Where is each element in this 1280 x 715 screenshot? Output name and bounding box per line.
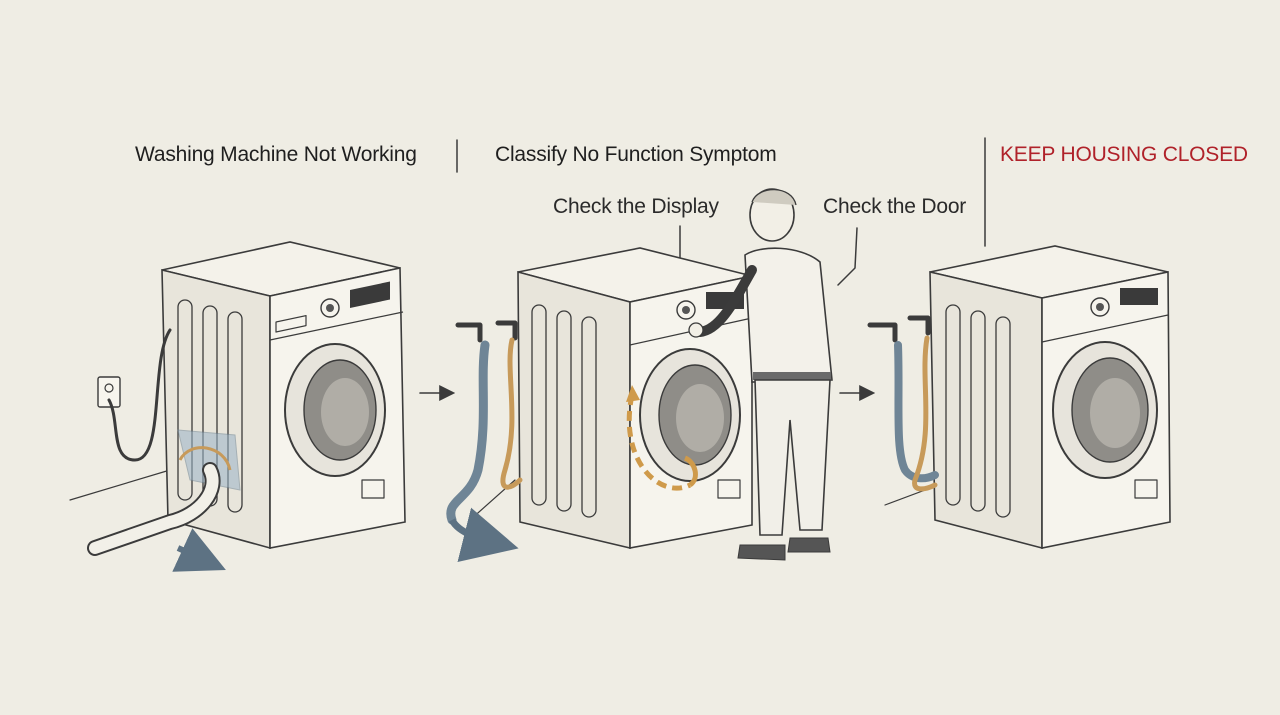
power-outlet-icon: [97, 328, 172, 462]
power-cord: [107, 328, 172, 462]
washing-machine-3: [929, 245, 1171, 550]
flow-arrow-icon-1: [172, 528, 226, 572]
washing-machine-2: [517, 247, 753, 550]
step3-warning-title: KEEP HOUSING CLOSED: [1000, 143, 1248, 166]
water-tap-icon-3: [867, 315, 939, 492]
drain-hose-icon-1: [87, 429, 241, 572]
door-pointer-line: [837, 227, 858, 286]
rotate-arrow-icon: [626, 394, 692, 491]
water-tap-icon-2: [446, 320, 523, 562]
flow-arrow-icon-2: [448, 507, 519, 562]
floor-line-1: [69, 469, 171, 501]
rotate-arrow-head: [626, 385, 640, 402]
rotate-arrow-tail: [683, 455, 698, 488]
technician-figure: [688, 188, 833, 561]
step1-title: Washing Machine Not Working: [135, 143, 417, 166]
step2-title: Classify No Function Symptom: [495, 143, 777, 166]
callout-check-display: Check the Display: [553, 195, 719, 218]
callout-check-door: Check the Door: [823, 195, 967, 218]
washing-machine-1: [161, 241, 406, 550]
